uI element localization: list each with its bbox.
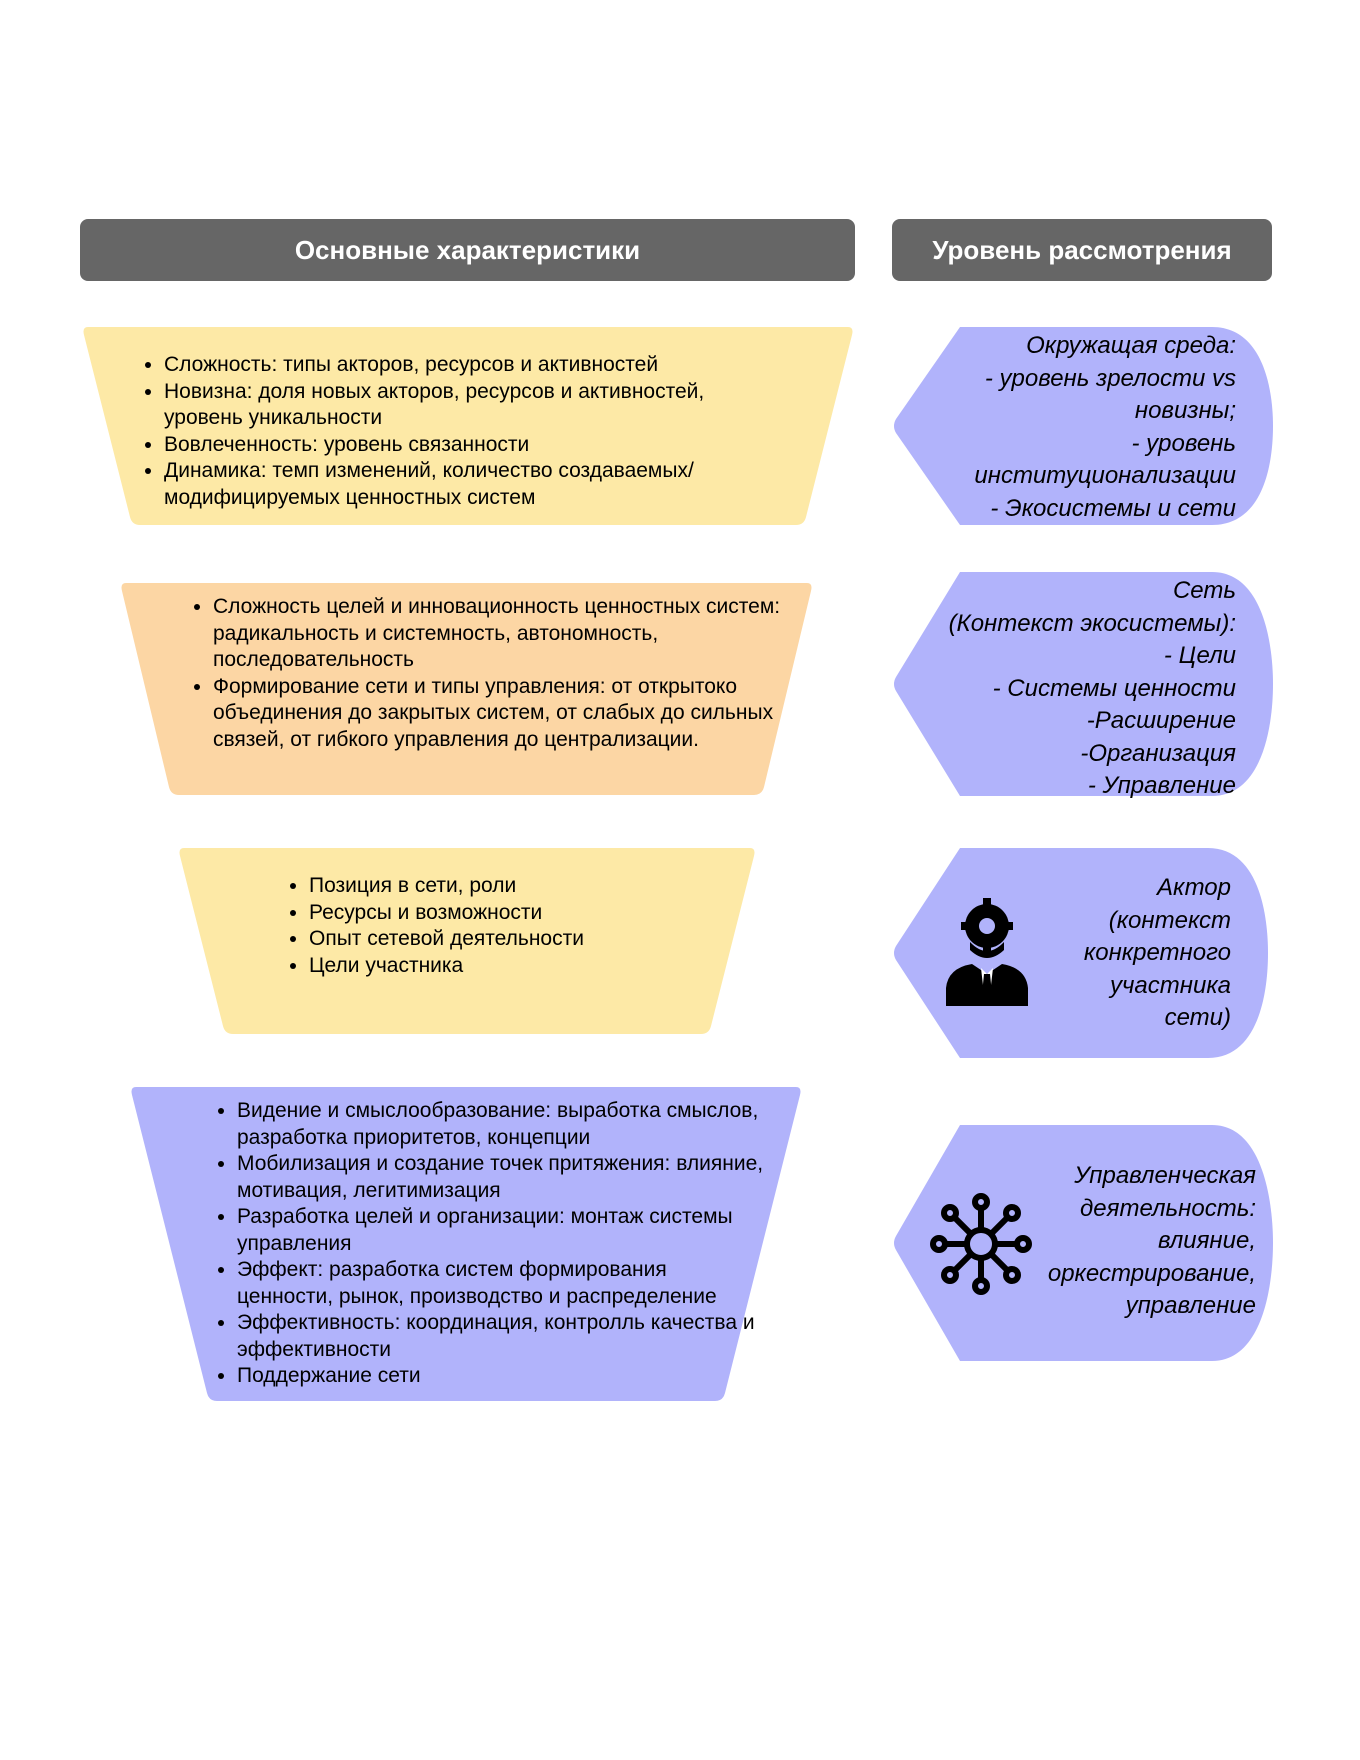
list-item: Видение и смыслообразование: выработка с… [237,1098,767,1151]
level-text: Окружащая среда: - уровень зрелости vs н… [974,330,1236,525]
level-line: влияние, [1157,1227,1256,1254]
trapezoid-row-4: Видение и смыслообразование: выработка с… [130,1087,802,1401]
header-level: Уровень рассмотрения [892,219,1272,281]
list-item: Поддержание сети [237,1363,767,1390]
trapezoid-row-3: Позиция в сети, роли Ресурсы и возможнос… [178,848,756,1034]
level-line: новизны; [1134,397,1236,424]
list-item: Эффективность: координация, контролль ка… [237,1310,767,1363]
trapezoid-shape [131,1087,801,1401]
trapezoid-row-1: Сложность: типы акторов, ресурсов и акти… [82,327,854,525]
level-line: Окружащая среда: [1026,332,1236,359]
level-line: - Цели [1163,642,1236,669]
level-line: деятельность: [1080,1194,1256,1222]
list-item: Эффект: разработка систем формирования ц… [237,1257,767,1310]
characteristics-list: Позиция в сети, роли Ресурсы и возможнос… [289,873,709,979]
tag-shape [894,572,1273,796]
level-line: - Управление [1087,772,1236,799]
characteristics-list: Видение и смыслообразование: выработка с… [217,1098,767,1390]
level-line: оркестрирование, [1047,1259,1256,1287]
tag-shape [894,327,1273,525]
level-line: -Расширение [1086,707,1236,734]
level-tag-environment: Окружащая среда: - уровень зрелости vs н… [892,327,1273,525]
level-line: - Системы ценности [992,674,1236,702]
list-item: Новизна: доля новых акторов, ресурсов и … [164,379,764,432]
list-item: Формирование сети и типы управления: от … [213,674,783,754]
list-item: Позиция в сети, роли [309,873,709,900]
level-line: участника [1110,971,1231,999]
trapezoid-fill [83,327,853,525]
tag-shape [894,1125,1273,1361]
level-line: институционализации [974,462,1236,489]
header-characteristics: Основные характеристики [80,219,855,281]
trapezoid-shape [121,583,812,795]
trapezoid-shape [83,327,853,525]
level-tag-network: Сеть (Контекст экосистемы): - Цели - Сис… [892,572,1273,799]
businessman-gear-icon [946,898,1028,1006]
list-item: Сложность целей и инновационность ценнос… [213,594,783,674]
level-text: Управленческая деятельность: влияние, ор… [1048,1160,1256,1323]
trapezoid-row-2: Сложность целей и инновационность ценнос… [120,583,813,795]
level-line: (контекст [1108,906,1231,934]
level-tag-management: Управленческая деятельность: влияние, ор… [892,1125,1273,1361]
level-line: - уровень [1131,429,1236,457]
level-line: Актор [1156,874,1231,901]
level-line: Сеть [1172,577,1236,604]
level-line: управление [1125,1292,1256,1319]
level-line: конкретного [1083,939,1231,966]
list-item: Вовлеченность: уровень связанности [164,432,764,459]
list-item: Цели участника [309,953,709,980]
network-hub-icon [930,1193,1032,1295]
list-item: Сложность: типы акторов, ресурсов и акти… [164,352,764,379]
level-line: - уровень зрелости vs [984,364,1236,392]
level-line: - Экосистемы и сети [990,494,1236,522]
level-tag-actor: Актор (контекст конкретного участника се… [892,848,1268,1058]
level-line: Управленческая [1074,1162,1256,1189]
list-item: Разработка целей и организации: монтаж с… [237,1204,767,1257]
level-text: Актор (контекст конкретного участника се… [1084,872,1231,1035]
characteristics-list: Сложность целей и инновационность ценнос… [193,594,783,753]
level-line: (Контекст экосистемы): [948,609,1236,637]
list-item: Мобилизация и создание точек притяжения:… [237,1151,767,1204]
list-item: Динамика: темп изменений, количество соз… [164,458,764,511]
level-text: Сеть (Контекст экосистемы): - Цели - Сис… [949,575,1236,803]
trapezoid-shape [179,848,755,1034]
list-item: Опыт сетевой деятельности [309,926,709,953]
level-line: -Организация [1080,739,1236,767]
characteristics-list: Сложность: типы акторов, ресурсов и акти… [144,352,764,511]
list-item: Ресурсы и возможности [309,900,709,927]
level-line: сети) [1164,1004,1231,1031]
